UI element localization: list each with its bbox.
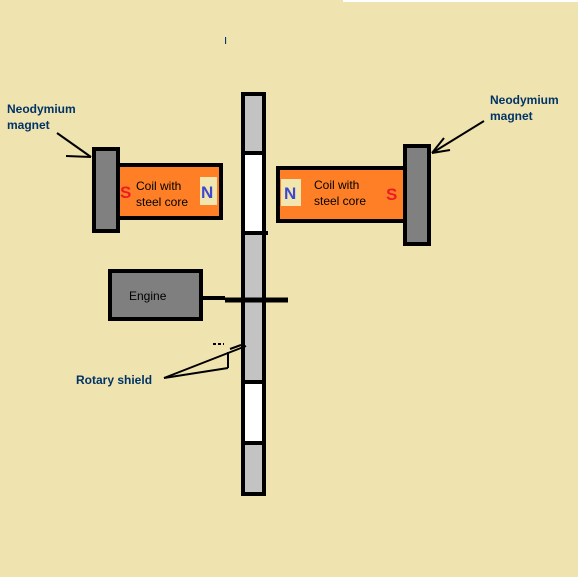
coil-right-label-line1: Coil with [314, 178, 359, 192]
arrow-to-magnet-right [431, 120, 485, 154]
coil-right-label-line2: steel core [314, 194, 366, 208]
engine-label: Engine [129, 289, 167, 303]
pole-left-n: N [201, 183, 213, 202]
pole-right-s: S [386, 185, 397, 204]
top-edge-strip [343, 0, 578, 2]
pole-left-s: S [120, 183, 131, 202]
magnet-left [92, 147, 120, 233]
arrow-to-magnet-left [56, 132, 92, 158]
coil-left-label-line2: steel core [136, 195, 188, 209]
engine-box [108, 269, 203, 321]
magnet-right-label-line1: Neodymium [490, 93, 559, 107]
shield-window-bottom [245, 384, 262, 442]
rotary-shield-label: Rotary shield [76, 373, 152, 387]
shield-window-top [245, 155, 262, 232]
stray-mark: ו [224, 33, 227, 47]
magnet-right [403, 144, 431, 246]
magnet-left-label-line1: Neodymium [7, 102, 76, 116]
rotary-shield [241, 92, 268, 496]
magnet-right-label-line2: magnet [490, 109, 533, 123]
pole-right-n: N [284, 184, 296, 203]
pole-box-left-n [200, 177, 217, 205]
arrow-to-rotary-shield [163, 343, 247, 379]
pole-box-right-n [281, 179, 301, 206]
coil-left-label-line1: Coil with [136, 179, 181, 193]
magnet-left-label-line2: magnet [7, 118, 50, 132]
